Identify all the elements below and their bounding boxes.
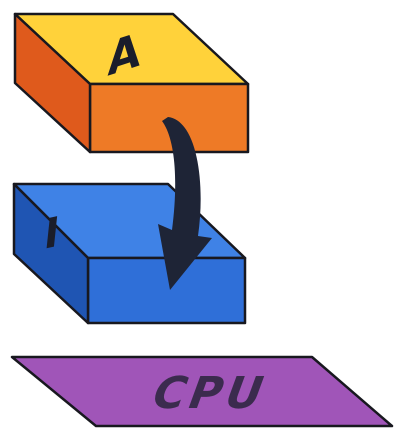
block-a: A xyxy=(15,14,248,152)
cpu-plate-label: CPU xyxy=(144,367,275,418)
block-a-label: A xyxy=(107,22,141,87)
cpu-plate: CPU xyxy=(12,357,392,426)
block-i: I xyxy=(14,184,245,323)
